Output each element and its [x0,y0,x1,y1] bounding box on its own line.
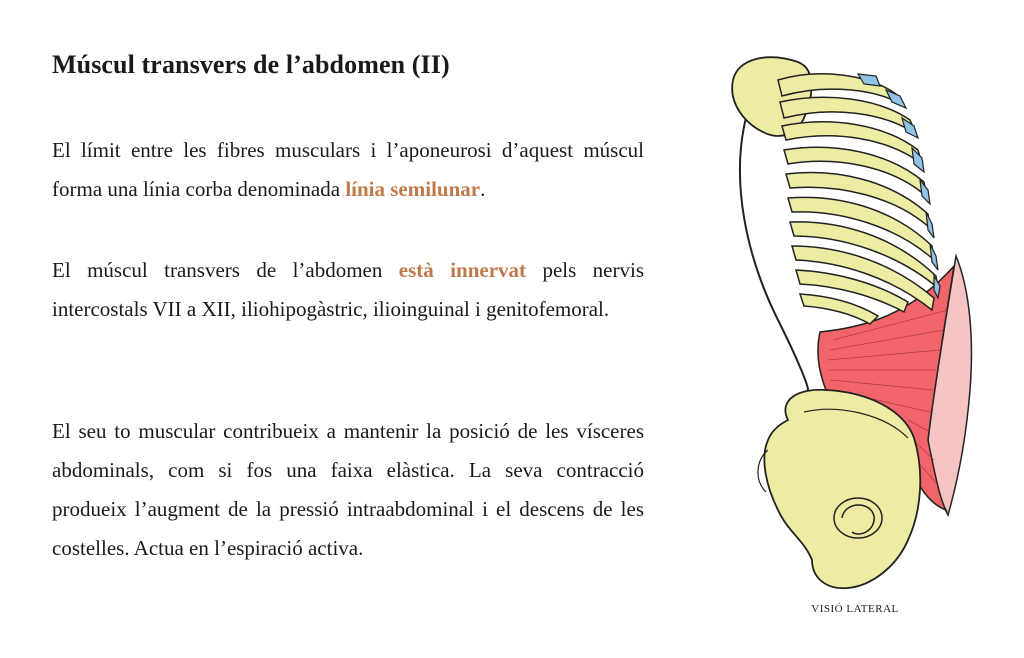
page-title: Múscul transvers de l’abdomen (II) [52,50,450,79]
paragraph3-text: El seu to muscular contribueix a manteni… [52,419,644,560]
highlight-semilunar-line: línia semilunar [345,177,481,201]
paragraph-function: El seu to muscular contribueix a manteni… [52,412,644,568]
paragraph1-text: El límit entre les fibres musculars i l’… [52,138,644,201]
acetabulum [833,497,883,539]
paragraph-innervation: El múscul transvers de l’abdomen està in… [52,251,644,329]
rib-cage [777,73,940,325]
pelvis-bone [763,388,922,589]
spine-edge [738,109,809,391]
paragraph2-text: El múscul transvers de l’abdomen [52,258,399,282]
paragraph1-end: . [480,177,486,201]
anatomy-illustration [731,56,973,589]
paragraph-semilunar-line: El límit entre les fibres musculars i l’… [52,131,644,209]
figure-caption: VISIÓ LATERAL [811,603,899,615]
paragraph2-end: pels nervis intercostals VII a XII, ilio… [52,258,644,321]
highlight-innervation: està innervat [398,258,527,282]
